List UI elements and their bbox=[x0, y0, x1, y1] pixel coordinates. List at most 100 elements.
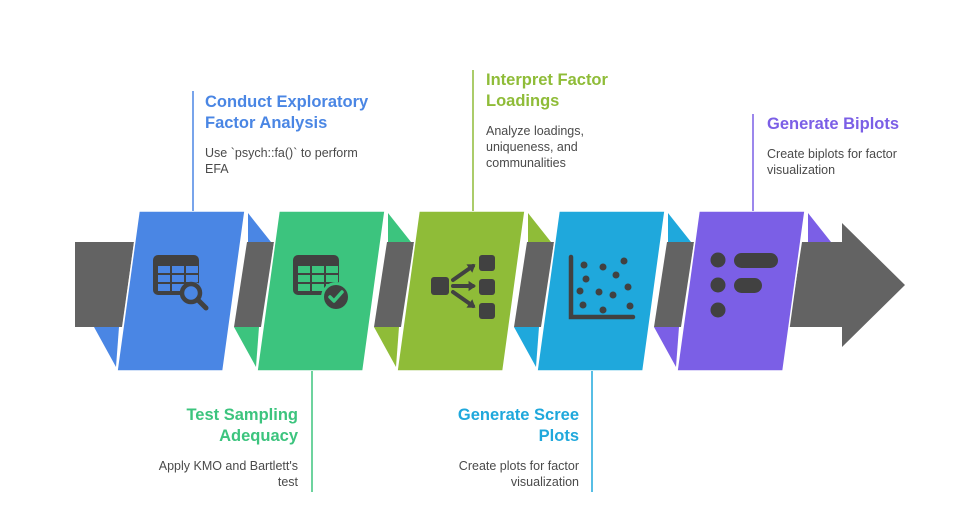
table-cell bbox=[298, 275, 310, 282]
step-description-line: visualization bbox=[510, 475, 579, 489]
target-node bbox=[479, 279, 495, 295]
list-line bbox=[734, 253, 778, 268]
plot-point bbox=[576, 287, 584, 295]
table-cell bbox=[172, 266, 184, 273]
panel-fold-bottom bbox=[94, 327, 119, 367]
step-description-line: Create plots for factor bbox=[458, 459, 579, 473]
table-cell bbox=[158, 275, 170, 282]
step-description: Apply KMO and Bartlett's test bbox=[100, 458, 298, 490]
step-description: Use `psych::fa()` to perform EFA bbox=[205, 145, 405, 177]
step-description-line: visualization bbox=[767, 163, 836, 177]
step-description-line: Apply KMO and Bartlett's bbox=[158, 459, 298, 473]
step-title-line: Interpret Factor bbox=[486, 71, 608, 89]
step-description-line: Use `psych::fa()` to perform bbox=[205, 146, 358, 160]
step-description-line: test bbox=[277, 475, 298, 489]
band-segment bbox=[654, 242, 694, 327]
step-panel-3 bbox=[396, 210, 526, 372]
step-description-line: EFA bbox=[205, 162, 229, 176]
step-title-line: Test Sampling bbox=[186, 406, 298, 424]
panel-fold-top bbox=[668, 213, 691, 242]
step-title: Generate Biplots bbox=[767, 114, 967, 135]
plot-point bbox=[609, 291, 617, 299]
table-cell bbox=[298, 284, 310, 291]
panel-fold-bottom bbox=[514, 327, 539, 367]
band-segment bbox=[514, 242, 554, 327]
step-description-line: communalities bbox=[486, 156, 566, 170]
step-title: Conduct Exploratory Factor Analysis bbox=[205, 92, 405, 134]
step-description-line: uniqueness, and bbox=[486, 140, 578, 154]
magnifier-handle bbox=[195, 297, 209, 311]
plot-point bbox=[582, 275, 590, 283]
list-bullet bbox=[710, 302, 726, 318]
table-cell bbox=[298, 266, 310, 273]
step-callout-conduct-efa: Conduct Exploratory Factor Analysis Use … bbox=[205, 92, 405, 177]
arrow-tip bbox=[466, 299, 476, 308]
target-node bbox=[479, 255, 495, 271]
arrow-head bbox=[789, 223, 905, 347]
step-description: Create plots for factor visualization bbox=[380, 458, 579, 490]
step-title-line: Generate Biplots bbox=[767, 115, 900, 133]
step-title-line: Factor Analysis bbox=[205, 114, 328, 132]
list-bullet bbox=[710, 277, 726, 293]
plot-point bbox=[599, 306, 607, 314]
scatter-plot-icon bbox=[568, 254, 636, 320]
arrow-tip bbox=[468, 280, 476, 292]
step-title-line: Conduct Exploratory bbox=[205, 93, 369, 111]
plot-axes bbox=[568, 254, 636, 320]
band-start-segment bbox=[75, 242, 134, 327]
list-line bbox=[734, 278, 762, 293]
step-callout-sampling-adequacy: Test Sampling Adequacy Apply KMO and Bar… bbox=[100, 405, 298, 490]
plot-point bbox=[579, 301, 587, 309]
step-description-line: Create biplots for factor bbox=[767, 147, 897, 161]
table-cell bbox=[186, 266, 198, 273]
plot-point bbox=[620, 257, 628, 265]
table-cell bbox=[312, 266, 324, 273]
step-description: Analyze loadings, uniqueness, and commun… bbox=[486, 123, 686, 171]
panel-fold-bottom bbox=[654, 327, 679, 367]
plot-point bbox=[599, 263, 607, 271]
source-node bbox=[431, 277, 449, 295]
target-node bbox=[479, 303, 495, 319]
step-callout-interpret-loadings: Interpret Factor Loadings Analyze loadin… bbox=[486, 70, 686, 171]
table-cell bbox=[186, 275, 198, 282]
step-title: Generate Scree Plots bbox=[380, 405, 579, 447]
panel-fold-bottom bbox=[234, 327, 259, 367]
step-title-line: Generate Scree bbox=[457, 406, 579, 424]
list-bullet bbox=[710, 252, 726, 268]
arrow-tip bbox=[466, 264, 476, 273]
step-title: Test Sampling Adequacy bbox=[100, 405, 298, 447]
step-description: Create biplots for factor visualization bbox=[767, 146, 967, 178]
table-check-icon bbox=[293, 255, 351, 312]
panel-fold-top bbox=[248, 213, 271, 242]
plot-point bbox=[626, 302, 634, 310]
step-title-line: Loadings bbox=[486, 92, 560, 110]
plot-point bbox=[580, 261, 588, 269]
check-mark bbox=[328, 290, 344, 303]
step-panels bbox=[94, 210, 831, 372]
table-cell bbox=[312, 284, 324, 291]
plot-point bbox=[612, 271, 620, 279]
magnifier-lens bbox=[179, 281, 203, 305]
table-cell bbox=[172, 275, 184, 282]
band-segment bbox=[374, 242, 414, 327]
plot-point bbox=[595, 288, 603, 296]
step-title: Interpret Factor Loadings bbox=[486, 70, 686, 112]
table-cell bbox=[326, 266, 338, 273]
panel-fold-top bbox=[388, 213, 411, 242]
arrow-band bbox=[75, 223, 905, 347]
step-callout-biplots: Generate Biplots Create biplots for fact… bbox=[767, 114, 967, 178]
table-search-icon bbox=[153, 255, 209, 311]
table-cell bbox=[326, 275, 338, 282]
panel-fold-top bbox=[808, 213, 831, 242]
table-cell bbox=[312, 275, 324, 282]
table-cell bbox=[172, 284, 184, 291]
network-flow-icon bbox=[431, 255, 495, 319]
table-cell bbox=[158, 266, 170, 273]
band-segment bbox=[234, 242, 274, 327]
panel-fold-bottom bbox=[374, 327, 399, 367]
table-cell bbox=[158, 284, 170, 291]
step-callout-scree-plots: Generate Scree Plots Create plots for fa… bbox=[380, 405, 579, 490]
connector-lines bbox=[192, 70, 754, 492]
step-title-line: Adequacy bbox=[219, 427, 298, 445]
